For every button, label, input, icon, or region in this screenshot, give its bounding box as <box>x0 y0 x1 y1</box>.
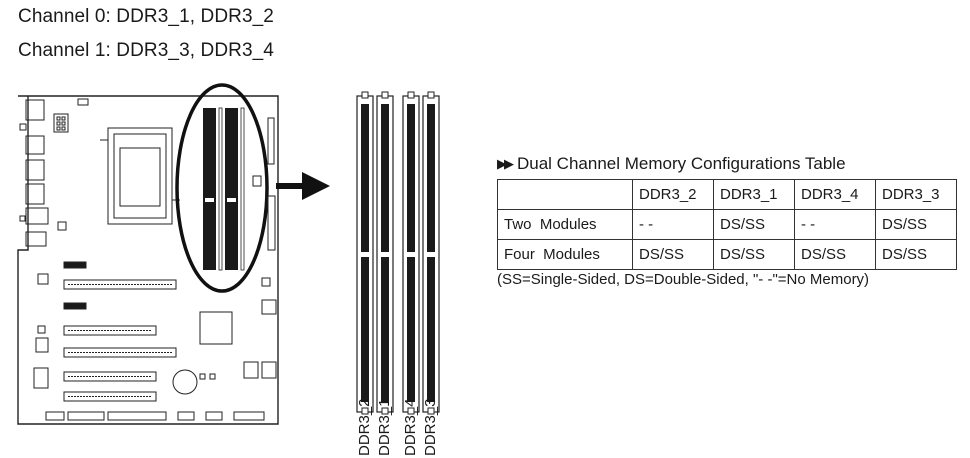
dimm-slot-ddr3-4 <box>402 91 420 415</box>
table-title: ▶▶Dual Channel Memory Configurations Tab… <box>497 154 846 174</box>
arrow-right-icon <box>276 172 330 200</box>
slot-label-ddr3-2: DDR3_2 <box>356 398 373 456</box>
channel-1-label: Channel 1: DDR3_3, DDR3_4 <box>18 40 274 61</box>
memory-config-table: DDR3_2 DDR3_1 DDR3_4 DDR3_3 Two Modules … <box>497 179 957 270</box>
channel-0-label: Channel 0: DDR3_1, DDR3_2 <box>18 6 274 27</box>
table-header-cell: DDR3_2 <box>632 179 714 210</box>
table-cell: DS/SS <box>713 239 795 270</box>
slot-label-ddr3-1: DDR3_1 <box>376 398 393 456</box>
row-label: Two Modules <box>497 209 633 240</box>
capacitor <box>57 221 67 231</box>
dimm-slot-ddr3-1 <box>376 91 394 415</box>
power-connector-8pin <box>53 98 89 133</box>
dimm-slot-ddr3-2 <box>356 91 374 415</box>
atx-power-connector <box>252 117 276 251</box>
double-triangle-right-icon: ▶▶ <box>497 156 514 171</box>
table-header-cell: DDR3_1 <box>713 179 795 210</box>
bottom-headers <box>45 411 265 421</box>
table-cell: DS/SS <box>875 209 957 240</box>
table-cell: DS/SS <box>794 239 876 270</box>
enlarged-dimm-slots <box>356 91 440 415</box>
table-cell: DS/SS <box>632 239 714 270</box>
table-header-cell: DDR3_3 <box>875 179 957 210</box>
slot-label-ddr3-3: DDR3_3 <box>422 398 439 456</box>
table-row: Two Modules - - DS/SS - - DS/SS <box>497 209 957 240</box>
rear-io-ports <box>19 99 49 247</box>
table-cell: DS/SS <box>875 239 957 270</box>
table-cell: DS/SS <box>713 209 795 240</box>
table-header-cell: DDR3_4 <box>794 179 876 210</box>
chipset-area <box>172 277 277 395</box>
dimm-slot-ddr3-3 <box>422 91 440 415</box>
slot-label-ddr3-4: DDR3_4 <box>402 398 419 456</box>
table-cell: - - <box>794 209 876 240</box>
table-row: Four Modules DS/SS DS/SS DS/SS DS/SS <box>497 239 957 270</box>
board-dimm-slots <box>203 107 245 271</box>
table-legend: (SS=Single-Sided, DS=Double-Sided, "- -"… <box>497 271 870 288</box>
table-title-text: Dual Channel Memory Configurations Table <box>517 154 846 173</box>
table-header-cell <box>497 179 633 210</box>
dimm-highlight-ellipse <box>175 83 269 293</box>
pcie-slots <box>33 261 177 402</box>
table-header-row: DDR3_2 DDR3_1 DDR3_4 DDR3_3 <box>497 179 957 210</box>
row-label: Four Modules <box>497 239 633 270</box>
table-cell: - - <box>632 209 714 240</box>
cpu-socket <box>100 127 180 225</box>
motherboard-outline <box>17 95 279 425</box>
